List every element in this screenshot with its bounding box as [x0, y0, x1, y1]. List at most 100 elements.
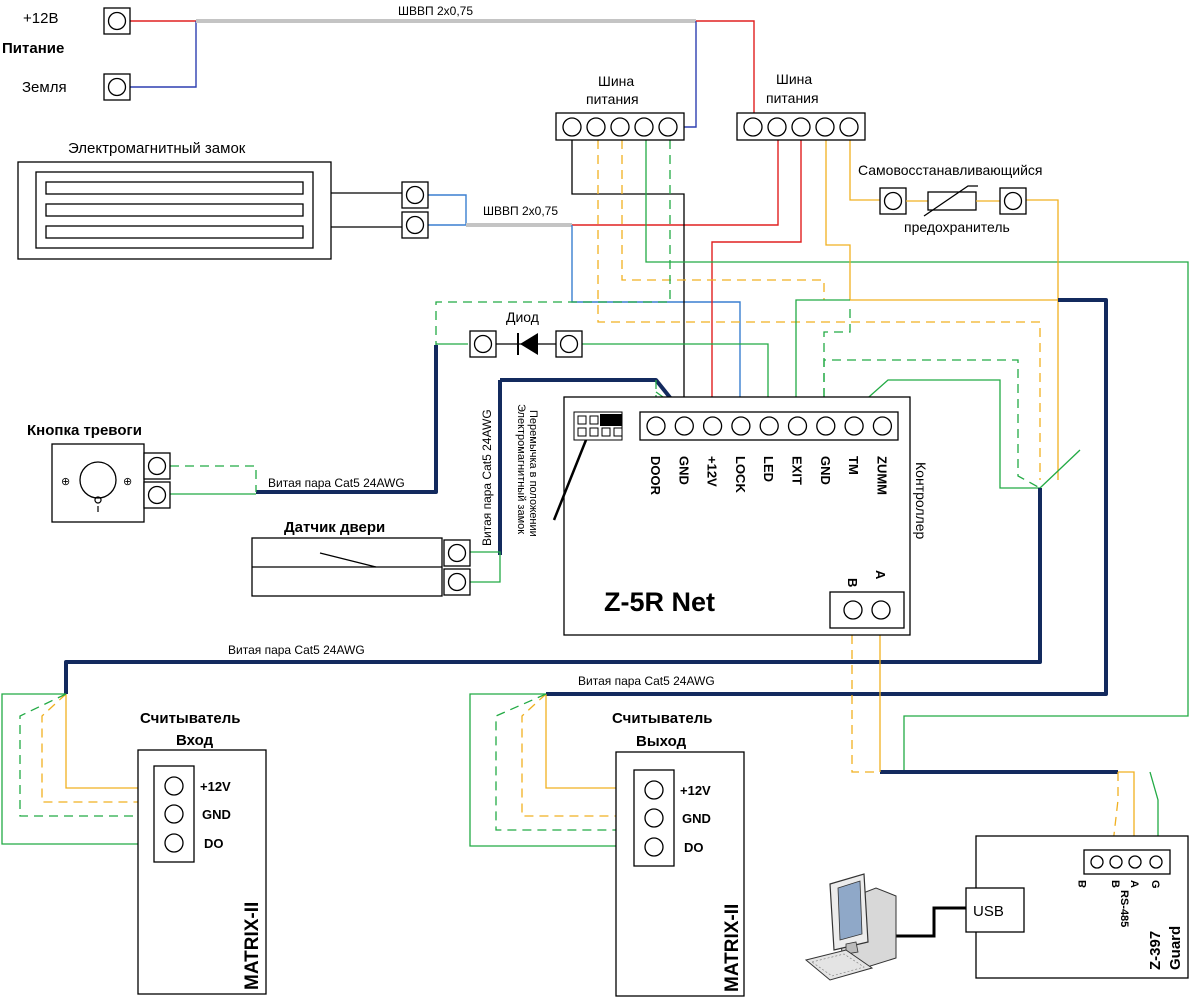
- reader-out-cable-label: Витая пара Cat5 24AWG: [578, 674, 715, 688]
- terminal-screw-icon: [164, 833, 184, 853]
- controller-terminal-label: +12V: [705, 456, 720, 487]
- bus-left-label-line1: Шина: [598, 73, 634, 89]
- jumper-pin-icon: [589, 415, 599, 425]
- reader-in-title-line2: Вход: [176, 732, 214, 749]
- computer-icon: [804, 873, 897, 981]
- screw-icon: ⊕: [123, 476, 132, 488]
- terminal-screw-icon: [743, 117, 763, 137]
- terminal-screw-icon: [1090, 855, 1104, 869]
- jumper-pin-icon: [577, 427, 587, 437]
- bus-right-label-line1: Шина: [776, 71, 812, 87]
- controller-terminal-label: LOCK: [733, 456, 748, 493]
- lock-coil-bar: [45, 203, 304, 217]
- electromagnetic-lock: Электромагнитный замок ШВВП 2х0,75: [17, 140, 558, 260]
- door-sensor-title: Датчик двери: [284, 519, 385, 536]
- converter-pin-a: A: [1128, 880, 1140, 888]
- converter-pin-b1: B: [1077, 880, 1089, 888]
- converter-z397: B B A G RS-485 Z-397 Guard USB: [965, 835, 1189, 979]
- fuse-body: [927, 191, 977, 211]
- lock-title: Электромагнитный замок: [68, 140, 246, 157]
- converter-model-line2: Guard: [1167, 926, 1184, 970]
- reader-in-pin-gnd: GND: [202, 807, 231, 822]
- controller-terminal-screw-icon: [844, 416, 864, 436]
- converter-pin-b2: B: [1109, 880, 1121, 888]
- controller-terminal-screw-icon: [702, 416, 723, 436]
- terminal-screw-icon: [839, 117, 859, 137]
- terminal-screw-icon: [634, 117, 654, 137]
- reader-out-model: MATRIX-II: [722, 904, 743, 992]
- bus-right-label-line2: питания: [766, 90, 819, 106]
- terminal-screw-icon: [791, 117, 811, 137]
- jumper-pin-icon: [589, 427, 599, 437]
- terminal-screw-icon: [883, 191, 903, 211]
- lock-coil-bar: [45, 181, 304, 195]
- controller-side-label: Контроллер: [913, 462, 929, 539]
- diode: Диод: [469, 309, 583, 358]
- door-sensor-cable-label: Витая пара Cat5 24AWG: [480, 409, 494, 546]
- jumper-label-line1: Перемычка в положении: [527, 410, 539, 537]
- controller-terminal-screw-icon: [816, 416, 836, 436]
- bus-left: Шина питания: [555, 73, 685, 141]
- fuse-label-bottom: предохранитель: [904, 219, 1010, 235]
- terminal-screw-icon: [815, 117, 835, 137]
- terminal-screw-icon: [562, 117, 582, 137]
- terminal-screw-icon: [107, 11, 127, 31]
- controller-rs-label-b: B: [845, 578, 860, 587]
- controller-terminal-screw-icon: [787, 416, 808, 436]
- converter-rs-label: RS-485: [1118, 890, 1130, 927]
- door-sensor: Датчик двери Витая пара Cat5 24AWG: [251, 409, 494, 597]
- controller-terminal-label: LED: [761, 456, 776, 482]
- jumper-label-line2: Электромагнитный замок: [515, 404, 527, 534]
- reader-out-title-line1: Считыватель: [612, 710, 713, 727]
- controller-rs485-block: [829, 591, 905, 629]
- power-ground-label: Земля: [22, 79, 67, 96]
- terminal-screw-icon: [164, 776, 184, 796]
- screw-icon: ⊕: [61, 476, 70, 488]
- controller-terminal-screw-icon: [759, 416, 779, 436]
- reader-out-title-line2: Выход: [636, 733, 687, 750]
- terminal-screw-icon: [871, 600, 891, 620]
- diode-symbol-icon: [520, 333, 538, 355]
- controller-terminal-label: DOOR: [648, 456, 663, 496]
- alarm-key-icon: [79, 461, 117, 499]
- terminal-screw-icon: [644, 780, 664, 800]
- reader-in-cable-label: Витая пара Cat5 24AWG: [228, 643, 365, 657]
- controller-name: Z-5R Net: [604, 587, 715, 617]
- terminal-screw-icon: [1128, 855, 1142, 869]
- reader-in-model: MATRIX-II: [242, 902, 263, 990]
- terminal-screw-icon: [644, 837, 664, 857]
- terminal-screw-icon: [405, 185, 425, 205]
- converter-model-line1: Z-397: [1147, 931, 1164, 970]
- terminal-screw-icon: [767, 117, 787, 137]
- wires: [1, 19, 1189, 938]
- reader-out: Считыватель Выход +12V GND DO MATRIX-II: [612, 710, 745, 997]
- alarm-cable-label: Витая пара Cat5 24AWG: [268, 476, 405, 490]
- alarm-button-title: Кнопка тревоги: [27, 422, 142, 439]
- terminal-screw-icon: [447, 543, 467, 563]
- fuse-label-top: Самовосстанавливающийся: [858, 162, 1043, 178]
- controller-rs-label-a: A: [873, 570, 888, 580]
- power-title: Питание: [2, 40, 64, 57]
- reader-in-pin-do: DO: [204, 836, 224, 851]
- resettable-fuse: Самовосстанавливающийся предохранитель: [858, 162, 1043, 235]
- controller-z5r: Перемычка в положении Электромагнитный з…: [515, 396, 929, 636]
- power-block: +12В Питание Земля ШВВП 2х0,75: [2, 4, 473, 101]
- reed-switch-icon: [319, 552, 377, 568]
- keyhole-icon: [94, 496, 102, 512]
- terminal-screw-icon: [147, 456, 167, 476]
- alarm-button: Кнопка тревоги ⊕ ⊕ Витая пара Cat5 24AWG: [27, 422, 405, 523]
- terminal-screw-icon: [658, 117, 678, 137]
- controller-terminal-label: GND: [818, 456, 833, 485]
- terminal-screw-icon: [147, 485, 167, 505]
- controller-terminal-label: TM: [846, 456, 861, 475]
- bus-right: Шина питания: [736, 71, 866, 141]
- terminal-screw-icon: [107, 77, 127, 97]
- terminal-screw-icon: [1149, 855, 1163, 869]
- controller-terminal-screw-icon: [674, 416, 694, 436]
- controller-terminal-label: EXIT: [790, 456, 805, 485]
- terminal-screw-icon: [473, 334, 493, 354]
- power-plus12-label: +12В: [23, 10, 58, 27]
- reader-out-pin-do: DO: [684, 840, 704, 855]
- terminal-screw-icon: [1109, 855, 1123, 869]
- jumper-cap-icon: [600, 414, 622, 426]
